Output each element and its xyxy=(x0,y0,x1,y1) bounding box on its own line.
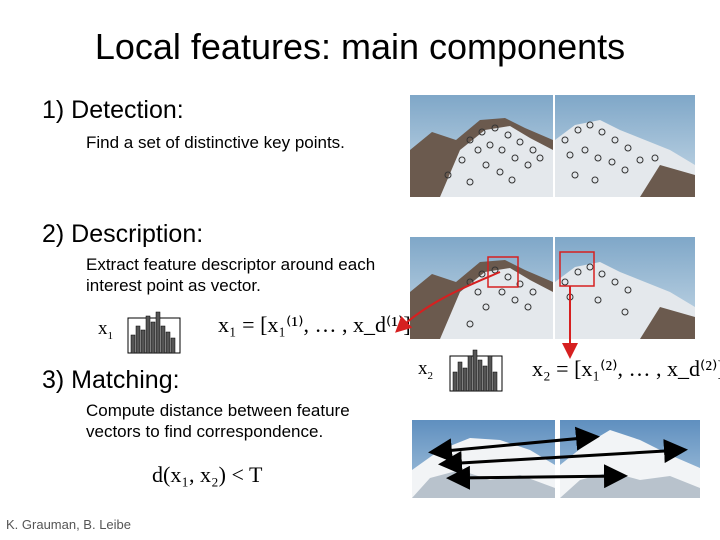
vector-x1-formula: x₁ = [x₁⁽¹⁾, … , x_d⁽¹⁾] xyxy=(218,312,411,337)
description-image-right xyxy=(555,237,695,339)
description-image-left xyxy=(410,237,553,339)
x2-label: x2 xyxy=(418,358,433,382)
distance-formula: d(x₁, x₂) < T xyxy=(152,462,263,487)
step-2-text: Extract feature descriptor around each i… xyxy=(86,255,376,295)
detection-image-right xyxy=(555,95,695,197)
match-arrows xyxy=(428,426,688,490)
step-1-text: Find a set of distinctive key points. xyxy=(86,133,345,152)
histogram-x1 xyxy=(127,311,181,354)
step-2-heading: 2) Description: xyxy=(42,220,204,248)
histogram-x2 xyxy=(449,349,503,392)
step-3-text: Compute distance between feature vectors… xyxy=(86,401,350,441)
step-3-heading: 3) Matching: xyxy=(42,366,180,394)
slide-title: Local features: main components xyxy=(94,26,626,67)
matching-image-right xyxy=(560,420,700,498)
keypoint-cluster xyxy=(444,124,544,186)
x1-label: x1 xyxy=(98,318,113,342)
patch-box-right xyxy=(559,251,595,287)
vector-x2-formula: x₂ = [x₁⁽²⁾, … , x_d⁽²⁾] xyxy=(532,356,720,381)
patch-box-left xyxy=(487,256,519,288)
step-1-heading: 1) Detection: xyxy=(42,96,184,124)
descriptor-arrow-1 xyxy=(395,271,501,333)
detection-image-left xyxy=(410,95,553,197)
credit-footer: K. Grauman, B. Leibe xyxy=(6,517,132,532)
